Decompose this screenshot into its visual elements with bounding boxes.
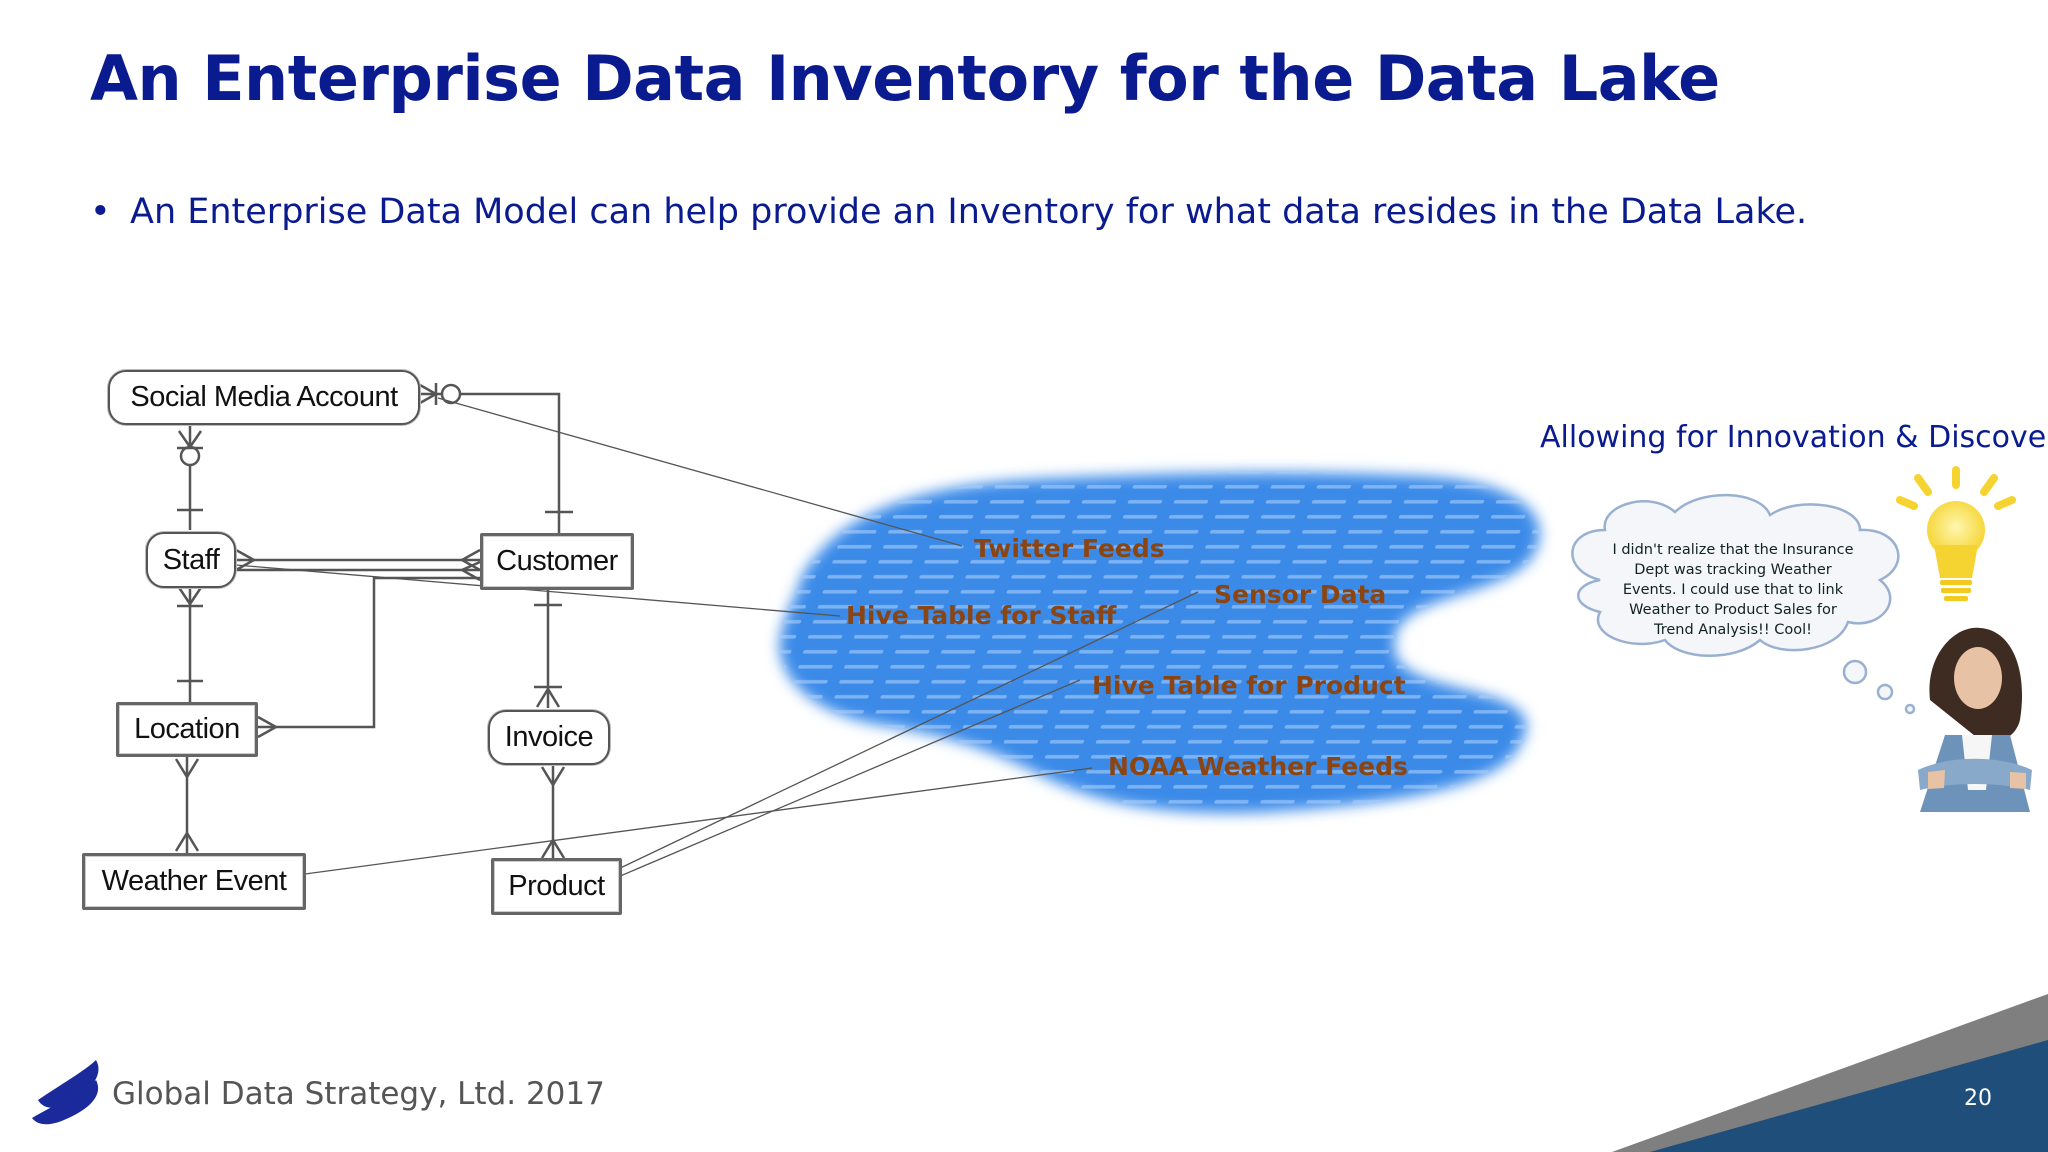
woman-illustration (1918, 627, 2032, 812)
entity-invoice: Invoice (488, 710, 610, 765)
thought-line: Events. I could use that to link (1622, 582, 1844, 598)
map-product-hive (617, 679, 1081, 878)
lake-label-hive-table-staff: Hive Table for Staff (846, 601, 1117, 630)
thought-bubble (1571, 493, 1916, 715)
entity-social-media-account: Social Media Account (108, 370, 420, 425)
innovation-caption: Allowing for Innovation & Discovery (1540, 420, 2048, 455)
lightbulb-icon (1896, 466, 2016, 601)
entity-staff: Staff (146, 532, 236, 588)
slide-title: An Enterprise Data Inventory for the Dat… (90, 42, 1720, 115)
lake-label-twitter-feeds: Twitter Feeds (974, 534, 1165, 563)
bullet-marker: • (90, 192, 111, 232)
company-logo (32, 1060, 99, 1125)
lake-label-sensor-data: Sensor Data (1214, 580, 1387, 609)
thought-line: Trend Analysis!! Cool! (1654, 622, 1812, 638)
thought-text: I didn't realize that the Insurance Dept… (1600, 540, 1866, 640)
rel-staff-customer (236, 558, 480, 572)
footer-company: Global Data Strategy, Ltd. 2017 (112, 1076, 605, 1112)
map-sma-twitter (437, 397, 963, 547)
map-staff-hive (235, 564, 841, 617)
bullet-point: • An Enterprise Data Model can help provi… (90, 192, 1807, 232)
page-number: 20 (1964, 1086, 1992, 1111)
er-relationships (174, 383, 573, 859)
thought-cloud (1571, 493, 1900, 657)
thought-line: I didn't realize that the Insurance (1612, 542, 1854, 558)
rel-sma-customer (420, 392, 561, 534)
entity-weather-event: Weather Event (82, 853, 306, 910)
entity-customer: Customer (480, 533, 634, 590)
thought-line: Weather to Product Sales for (1629, 602, 1837, 618)
lake-label-hive-table-product: Hive Table for Product (1092, 671, 1406, 700)
thought-line: Dept was tracking Weather (1634, 562, 1832, 578)
entity-product: Product (491, 858, 622, 915)
map-weather-noaa (304, 767, 1093, 875)
lake-label-noaa-weather-feeds: NOAA Weather Feeds (1108, 752, 1408, 781)
mapping-lines (235, 397, 1199, 878)
rel-location-customer (258, 576, 480, 729)
corner-accent-blue (1650, 1040, 2048, 1152)
map-product-sensor (611, 591, 1199, 873)
entity-location: Location (116, 702, 258, 757)
bullet-text: An Enterprise Data Model can help provid… (130, 192, 1808, 232)
